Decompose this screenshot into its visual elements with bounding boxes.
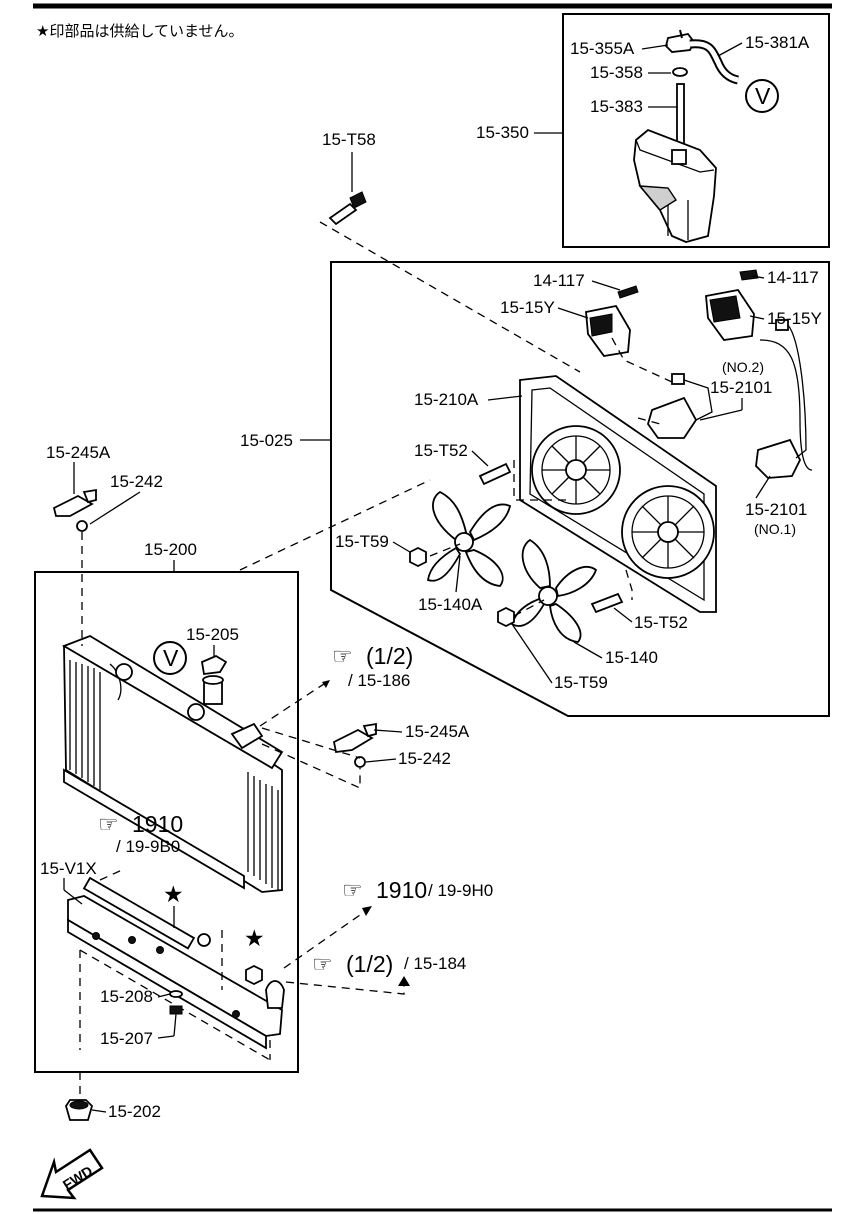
bolt-14-117-right-icon bbox=[739, 269, 759, 281]
label-radiator-cap: 15-205 bbox=[186, 625, 239, 644]
radiator-box bbox=[34, 571, 299, 1073]
star-mark-2: ★ bbox=[244, 925, 265, 951]
label-bolt-14-117-left: 14-117 bbox=[533, 271, 585, 290]
label-relay-left: 15-15Y bbox=[500, 298, 555, 317]
label-gasket: 15-358 bbox=[590, 63, 643, 82]
relay-left-icon bbox=[585, 304, 631, 357]
ref1-code: / 15-186 bbox=[348, 671, 410, 690]
reference-4: ☞ (1/2) / 15-184 bbox=[285, 951, 466, 995]
label-cushion-upper: 15-242 bbox=[110, 472, 163, 491]
ref3-pointer-icon: ☞ bbox=[342, 877, 363, 903]
label-bolt-top: 15-T58 bbox=[322, 130, 376, 149]
ref4-pointer-icon: ☞ bbox=[312, 951, 333, 977]
fan-assembly-group: 15-025 bbox=[240, 261, 830, 717]
bracket-upper-icon bbox=[52, 488, 97, 517]
ref2-code: / 19-9B0 bbox=[116, 837, 180, 856]
reference-1: ☞ (1/2) / 15-186 bbox=[259, 643, 413, 727]
label-nut-right: 15-T59 bbox=[554, 673, 608, 692]
reservoir-group: 15-355A 15-381A 15-358 15-383 15-350 V bbox=[476, 13, 830, 248]
label-screw-upper: 15-T52 bbox=[414, 441, 468, 460]
drain-plug-icon bbox=[169, 1005, 183, 1015]
label-bottom-cushion: 15-202 bbox=[108, 1102, 161, 1121]
radiator-lower-tank-icon bbox=[67, 876, 285, 1050]
label-filler-tube: 15-383 bbox=[590, 97, 643, 116]
label-fan-right: 15-140 bbox=[605, 648, 658, 667]
radiator-group: 15-200 bbox=[34, 540, 299, 1073]
fan-motor-no1-icon bbox=[755, 319, 807, 479]
fan-motor-no2-icon bbox=[647, 339, 813, 471]
label-motor-no1-tag: (NO.1) bbox=[754, 521, 796, 537]
label-radiator-assembly: 15-200 bbox=[144, 540, 197, 559]
v-mark-radiator: V bbox=[163, 645, 179, 671]
fwd-arrow-icon: FWD bbox=[40, 1148, 104, 1200]
reservoir-tank-icon bbox=[633, 128, 717, 243]
star-mark-1: ★ bbox=[163, 881, 184, 907]
label-fan-left: 15-140A bbox=[418, 595, 483, 614]
radiator-cap-icon bbox=[200, 654, 228, 676]
label-fan-assembly: 15-025 bbox=[240, 431, 293, 450]
ref2-num: 1910 bbox=[132, 811, 183, 837]
label-reservoir-cap: 15-355A bbox=[570, 39, 635, 58]
supply-note: ★印部品は供給していません。 bbox=[36, 22, 244, 40]
bolt-t58-icon bbox=[328, 191, 367, 226]
relay-right-icon bbox=[705, 289, 755, 341]
v-mark-reservoir-icon bbox=[745, 79, 779, 113]
drain-gasket-icon bbox=[169, 990, 183, 998]
cushion-upper-icon bbox=[76, 520, 88, 532]
fan-blade-right-icon bbox=[510, 538, 598, 643]
reservoir-cap-icon bbox=[665, 29, 696, 53]
ref1-num: (1/2) bbox=[366, 643, 413, 669]
fan-blade-left-icon bbox=[427, 490, 512, 587]
star-nut-icon bbox=[245, 964, 263, 986]
reference-2: ☞ 1910 / 19-9B0 bbox=[98, 811, 183, 881]
radiator-core-icon bbox=[61, 635, 284, 893]
v-mark-reservoir: V bbox=[755, 83, 771, 109]
screw-t52-lower-icon bbox=[590, 592, 624, 614]
nut-t59-right-icon bbox=[497, 606, 515, 628]
cushion-lower-icon bbox=[354, 756, 366, 768]
label-bracket-upper: 15-245A bbox=[46, 443, 111, 462]
label-bracket-lower: 15-245A bbox=[405, 722, 470, 741]
label-shroud: 15-210A bbox=[414, 390, 479, 409]
label-motor-no2-tag: (NO.2) bbox=[722, 359, 764, 375]
label-tank: 15-V1X bbox=[40, 859, 97, 878]
ref3-code: / 19-9H0 bbox=[428, 881, 493, 900]
v-mark-radiator-icon bbox=[153, 641, 187, 675]
label-bolt-14-117-right: 14-117 bbox=[767, 268, 819, 287]
ref4-num: (1/2) bbox=[346, 951, 393, 977]
screw-t52-upper-icon bbox=[478, 462, 512, 486]
fan-assembly-box bbox=[330, 261, 830, 717]
reservoir-box bbox=[562, 13, 830, 248]
label-motor-no1: 15-2101 bbox=[745, 500, 807, 519]
label-reservoir-assembly: 15-350 bbox=[476, 123, 529, 142]
ref2-pointer-icon: ☞ bbox=[98, 811, 119, 837]
label-relay-right: 15-15Y bbox=[767, 309, 822, 328]
label-screw-lower: 15-T52 bbox=[634, 613, 688, 632]
label-cushion-lower: 15-242 bbox=[398, 749, 451, 768]
bracket-lower-icon bbox=[332, 722, 377, 753]
label-overflow-hose: 15-381A bbox=[745, 33, 810, 52]
label-drain-gasket: 15-208 bbox=[100, 987, 153, 1006]
ref1-pointer-icon: ☞ bbox=[332, 643, 353, 669]
label-motor-no2: 15-2101 bbox=[710, 378, 772, 397]
label-drain-plug: 15-207 bbox=[100, 1029, 153, 1048]
bolt-14-117-left-icon bbox=[617, 285, 639, 299]
reference-3: ☞ 1910 / 19-9H0 bbox=[283, 877, 493, 969]
fan-shroud-icon bbox=[519, 375, 717, 613]
bottom-cushion-icon bbox=[65, 1099, 94, 1121]
ref3-num: 1910 bbox=[376, 877, 427, 903]
nut-t59-left-icon bbox=[409, 546, 427, 568]
gasket-icon bbox=[672, 67, 688, 77]
ref4-code: / 15-184 bbox=[404, 954, 466, 973]
label-nut-left: 15-T59 bbox=[335, 532, 389, 551]
